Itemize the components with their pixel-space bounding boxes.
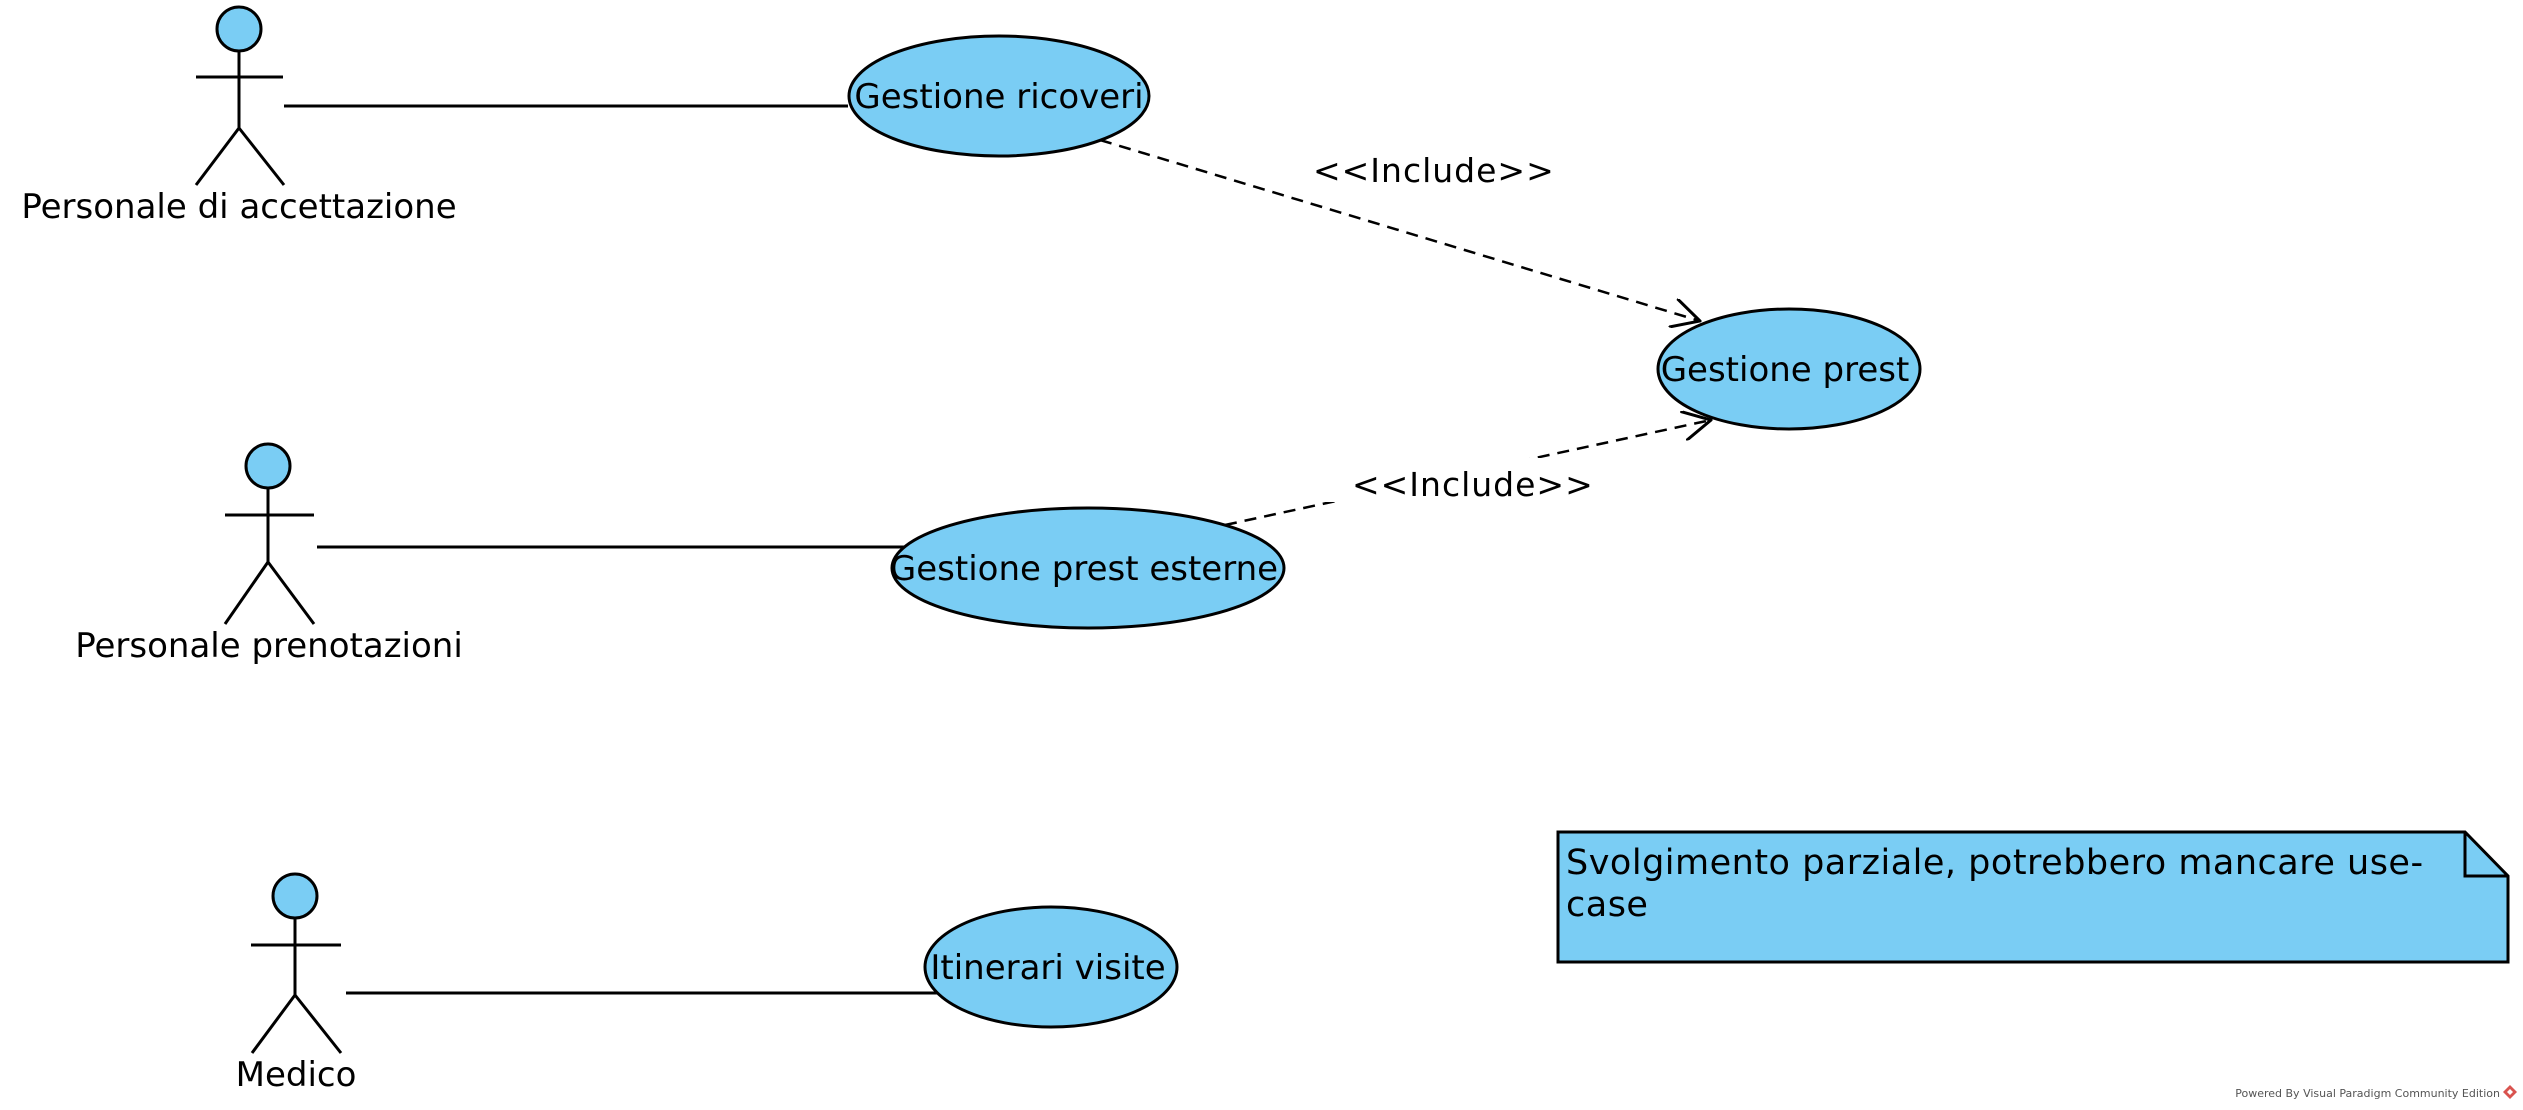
stick-figure-icon bbox=[223, 442, 316, 625]
actor-label: Personale prenotazioni bbox=[75, 626, 463, 666]
use-case-label: Itinerari visite bbox=[930, 948, 1165, 988]
actor-personale-prenotazioni[interactable]: Personale prenotazioni bbox=[75, 442, 463, 666]
use-case-gestione-prest[interactable]: Gestione prest bbox=[1656, 307, 1922, 431]
actor-medico[interactable]: Medico bbox=[236, 872, 357, 1095]
use-case-gestione-ricoveri[interactable]: Gestione ricoveri bbox=[847, 34, 1151, 158]
actor-label: Medico bbox=[236, 1055, 357, 1095]
note-fold-corner bbox=[2463, 832, 2508, 878]
use-case-label: Gestione ricoveri bbox=[854, 77, 1143, 117]
credit-text: Powered By Visual Paradigm Community Edi… bbox=[2235, 1087, 2500, 1100]
include-label-ricoveri: <<Include>> bbox=[1313, 151, 1555, 190]
use-case-label: Gestione prest bbox=[1661, 350, 1910, 390]
use-case-label: Gestione prest esterne bbox=[890, 549, 1278, 589]
use-case-gestione-prest-esterne[interactable]: Gestione prest esterne bbox=[890, 506, 1286, 630]
note-text-line-2: case bbox=[1566, 885, 1648, 925]
use-case-itinerari-visite[interactable]: Itinerari visite bbox=[923, 905, 1179, 1029]
stick-figure-icon bbox=[250, 872, 343, 1054]
visual-paradigm-logo-icon bbox=[2503, 1085, 2517, 1099]
stick-figure-icon bbox=[194, 5, 286, 186]
credit-watermark: Powered By Visual Paradigm Community Edi… bbox=[2235, 1085, 2517, 1100]
include-label-backing bbox=[1320, 458, 1570, 502]
note[interactable]: Svolgimento parziale, potrebbero mancare… bbox=[1556, 830, 2510, 964]
actor-label: Personale di accettazione bbox=[21, 187, 456, 227]
include-label-prest-esterne: <<Include>> bbox=[1352, 465, 1594, 504]
include-arrow-ricoveri-prest bbox=[1099, 138, 1700, 321]
actor-personale-accettazione[interactable]: Personale di accettazione bbox=[21, 5, 457, 227]
note-text-line-1: Svolgimento parziale, potrebbero mancare… bbox=[1566, 843, 2424, 883]
